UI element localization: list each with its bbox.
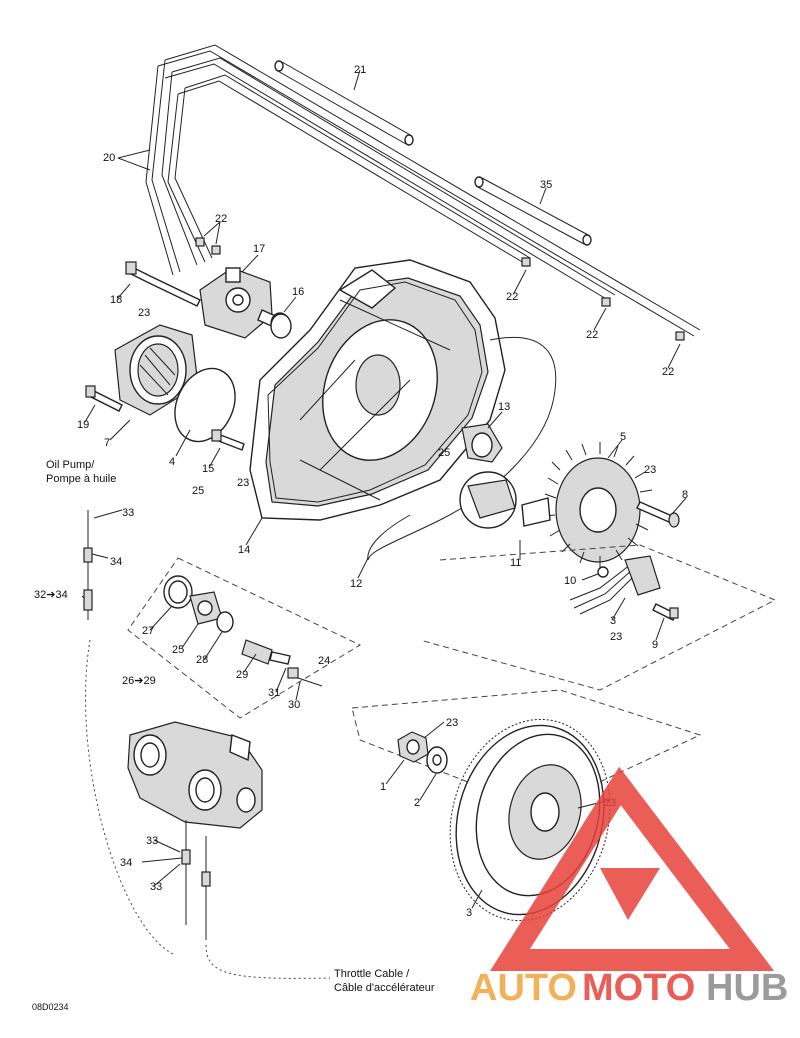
label-23-b: 23: [237, 477, 249, 489]
leader-lines: [81, 69, 687, 909]
oil-lines: [145, 44, 701, 337]
label-20: 20: [103, 152, 115, 164]
label-33-a: 33: [122, 507, 134, 519]
tube-21: [274, 60, 414, 146]
brand-moto: MOTO: [582, 967, 695, 1009]
drawing-ref-code: 08D0234: [32, 1002, 69, 1012]
seal-16: [270, 313, 292, 339]
label-27: 27: [142, 625, 154, 637]
throttle-cable: [181, 820, 331, 979]
label-26-29: 26➔29: [122, 675, 156, 687]
label-2: 2: [414, 797, 420, 809]
label-32-34: 32➔34: [34, 589, 68, 601]
label-23-c: 23: [644, 464, 656, 476]
label-25-b: 25: [438, 447, 450, 459]
label-3-harness: 3: [610, 615, 616, 627]
label-25-a: 25: [192, 485, 204, 497]
label-29: 29: [236, 669, 248, 681]
label-4: 4: [169, 456, 175, 468]
label-10: 10: [564, 575, 576, 587]
label-33-c: 33: [150, 881, 162, 893]
label-28: 28: [196, 654, 208, 666]
label-25-c: 25: [172, 644, 184, 656]
label-13: 13: [498, 401, 510, 413]
label-19: 19: [77, 419, 89, 431]
clamps-22: [195, 237, 685, 341]
housing-7: [114, 324, 199, 416]
label-33-b: 33: [146, 835, 158, 847]
label-22-c: 22: [586, 329, 598, 341]
label-18: 18: [110, 294, 122, 306]
throttle-note-fr: Câble d'accélérateur: [334, 982, 435, 994]
bolt-18: [125, 261, 201, 307]
oil-pump-cable: [83, 510, 176, 956]
throttle-note-en: Throttle Cable /: [334, 968, 410, 980]
automotohub-logo: AUTO MOTO HUB: [470, 766, 788, 1009]
brand-auto: AUTO: [470, 967, 577, 1009]
harness-3: [569, 555, 661, 615]
label-15: 15: [202, 463, 214, 475]
nut-1: [397, 731, 429, 763]
group-outline-stator: [419, 544, 777, 691]
trigger-coil-13: [461, 423, 503, 463]
throttle-body: [127, 721, 263, 829]
label-11: 11: [510, 557, 521, 569]
label-24: 24: [318, 655, 330, 667]
sensor-11: [459, 471, 551, 529]
label-34-a: 34: [110, 556, 122, 568]
label-21: 21: [354, 64, 366, 76]
label-8: 8: [682, 489, 688, 501]
bolt-15: [211, 429, 245, 451]
brand-hub: HUB: [706, 967, 788, 1009]
label-7: 7: [104, 437, 110, 449]
stator-5: [543, 442, 653, 568]
magneto-cover: [249, 259, 506, 521]
label-14: 14: [238, 544, 250, 556]
part-labels: 21 35 20 22 22 22 22 17 16 18 23 19 7 4 …: [34, 64, 688, 919]
oil-pump-note-en: Oil Pump/: [46, 459, 95, 471]
washer-2: [426, 746, 448, 774]
label-31: 31: [268, 687, 280, 699]
tps-parts: [163, 575, 323, 687]
label-22-d: 22: [662, 366, 674, 378]
label-35: 35: [540, 179, 552, 191]
label-12: 12: [350, 578, 362, 590]
label-30: 30: [288, 699, 300, 711]
oil-pump-note-fr: Pompe à huile: [46, 473, 116, 485]
label-23-a: 23: [138, 307, 150, 319]
label-22-top: 22: [215, 213, 227, 225]
label-34-b: 34: [120, 857, 132, 869]
label-23-d: 23: [610, 631, 622, 643]
label-16: 16: [292, 286, 304, 298]
gasket-14: [267, 281, 483, 503]
bolt-19: [85, 385, 123, 412]
label-3-flywheel: 3: [466, 907, 472, 919]
label-1: 1: [380, 781, 386, 793]
cable-notes: Oil Pump/ Pompe à huile Throttle Cable /…: [32, 459, 435, 1012]
o-ring-4: [174, 367, 236, 443]
label-5: 5: [620, 431, 626, 443]
bolt-9: [652, 603, 679, 621]
bolt-8: [636, 501, 680, 528]
tube-35: [474, 176, 592, 246]
label-23-e: 23: [446, 717, 458, 729]
group-outline-tps: [127, 557, 362, 719]
label-22-b: 22: [506, 291, 518, 303]
label-9: 9: [652, 639, 658, 651]
label-17: 17: [253, 243, 265, 255]
